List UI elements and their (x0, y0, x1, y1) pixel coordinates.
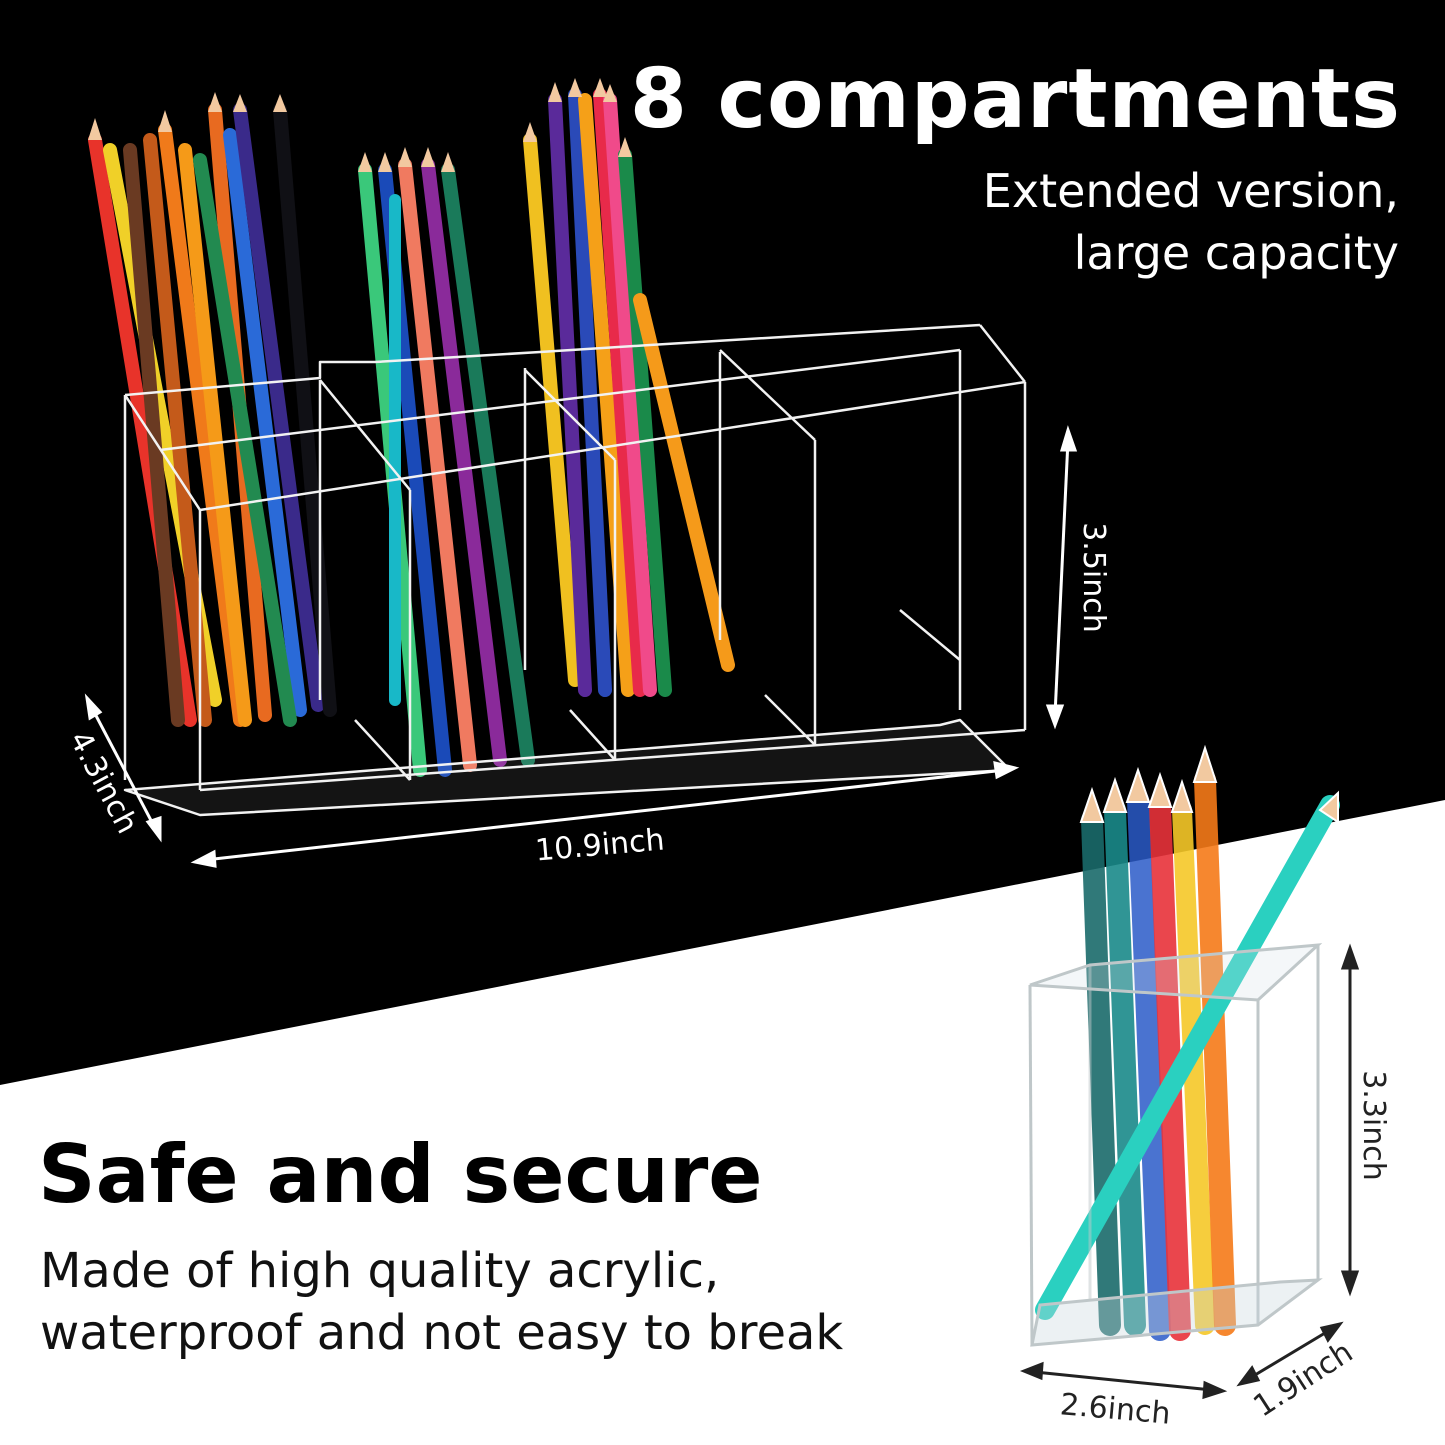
hero-subtitle-line2: large capacity (1073, 226, 1399, 280)
feature-desc-line2: waterproof and not easy to break (40, 1305, 844, 1361)
feature-title: Safe and secure (38, 1128, 763, 1221)
pen-cup (1028, 943, 1323, 1347)
organizer-height-label: 3.5inch (1075, 522, 1111, 633)
hero-subtitle-line1: Extended version, (982, 164, 1399, 218)
feature-desc-line1: Made of high quality acrylic, (40, 1243, 720, 1299)
feature-description: Made of high quality acrylic, waterproof… (40, 1240, 843, 1364)
hero-subtitle: Extended version, large capacity (983, 160, 1399, 284)
organizer-dimension-arrows (84, 425, 1078, 868)
organizer-box (123, 323, 1027, 817)
hero-title: 8 compartments (629, 52, 1401, 147)
cup-dimension-arrows (1019, 943, 1360, 1400)
cup-height-label: 3.3inch (1355, 1070, 1391, 1181)
pen-cup-pencils (1035, 744, 1340, 1341)
